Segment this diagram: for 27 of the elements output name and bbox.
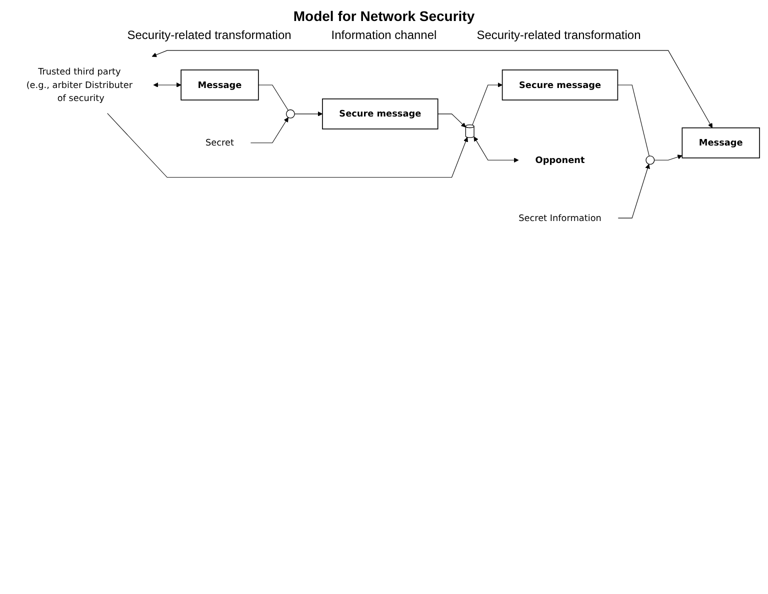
arrow — [654, 154, 682, 160]
note-text: Security-related transformation — [127, 28, 292, 42]
node-box: Message — [180, 70, 259, 100]
arrow — [472, 82, 503, 126]
connector — [258, 84, 288, 111]
node-text: Opponent — [535, 154, 585, 166]
arrow — [153, 82, 182, 88]
node-box: Secure message — [502, 70, 618, 100]
arrow — [474, 136, 519, 163]
node-circle — [646, 156, 655, 165]
connector — [617, 84, 650, 156]
note-text: Information channel — [331, 28, 437, 42]
arrow — [107, 113, 468, 178]
node-circle — [286, 109, 295, 118]
node-box: Secure message — [322, 98, 438, 130]
arrow — [152, 50, 713, 128]
node-text: Trusted third party (e.g., arbiter Distributer of security — [26, 66, 133, 104]
arrow — [250, 117, 288, 144]
arrow — [618, 164, 650, 218]
node-text: Secret Information — [518, 212, 602, 224]
node-box: Message — [682, 127, 760, 158]
node-text: Secret — [206, 137, 234, 148]
node-cylinder — [465, 124, 474, 138]
diagram-title: Model for Network Security — [292, 8, 476, 24]
arrow — [438, 114, 466, 128]
note-text: Security-related transformation — [476, 28, 641, 42]
arrow — [294, 111, 323, 116]
